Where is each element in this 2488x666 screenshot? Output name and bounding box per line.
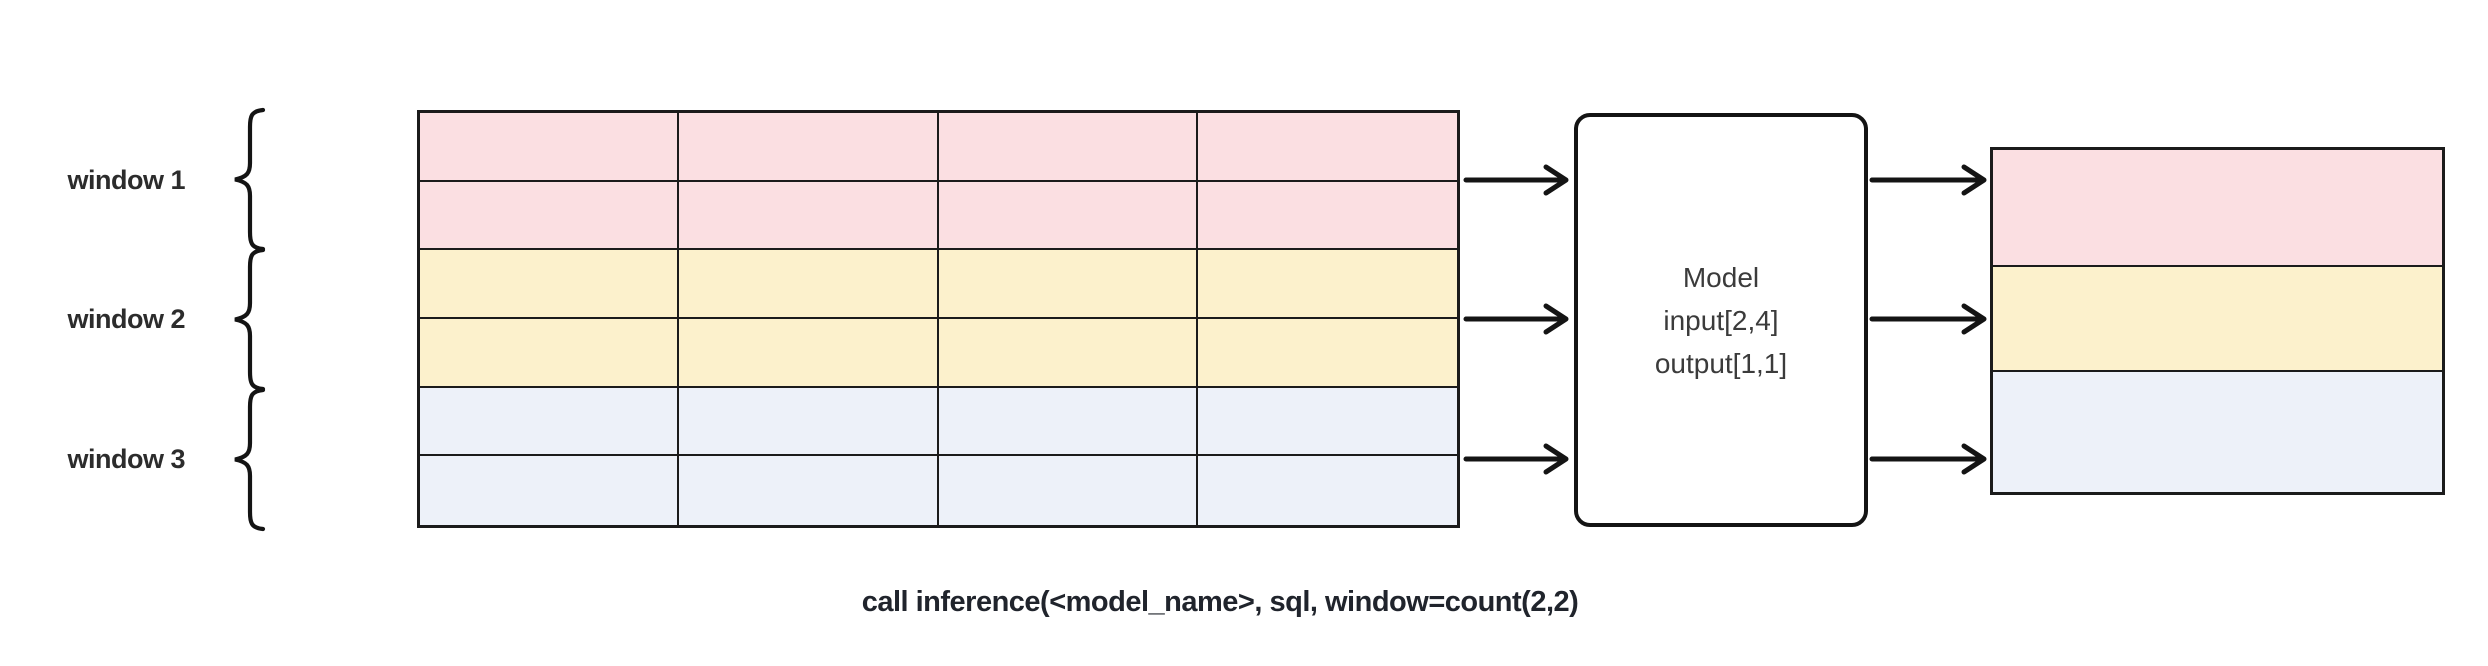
input-table-cell [938, 456, 1198, 525]
input-table-cell [1197, 387, 1457, 457]
window-2-brace-icon [234, 247, 266, 392]
input-table-cell [679, 113, 939, 182]
input-table-cell [420, 113, 680, 182]
input-table [417, 110, 1460, 528]
arrow-model-to-output-row-2-icon [1869, 303, 1987, 335]
model-title: Model [1682, 261, 1760, 293]
arrow-model-to-output-row-1-icon [1869, 164, 1987, 196]
input-table-cell [420, 387, 680, 457]
arrow-window-3-to-model-icon [1463, 443, 1569, 475]
input-table-cell [1197, 113, 1457, 182]
input-table-cell [679, 318, 939, 388]
model-input-shape: input[2,4] [1663, 304, 1779, 336]
input-table-cell [679, 387, 939, 457]
input-table-cell [420, 250, 680, 319]
input-table-cell [938, 181, 1198, 251]
window-1-brace-icon [234, 107, 266, 252]
output-table-row [1993, 267, 2442, 372]
input-table-cell [938, 387, 1198, 457]
input-table-cell [1197, 318, 1457, 388]
output-table-row [1993, 372, 2442, 492]
model-output-shape: output[1,1] [1654, 347, 1788, 379]
model-box: Model input[2,4] output[1,1] [1574, 113, 1868, 527]
window-3-label: window 3 [67, 444, 186, 474]
input-table-cell [1197, 181, 1457, 251]
input-table-cell [679, 250, 939, 319]
window-1-label: window 1 [67, 165, 186, 195]
output-table-row [1993, 150, 2442, 267]
window-2-label: window 2 [67, 304, 186, 334]
input-table-cell [938, 250, 1198, 319]
input-table-cell [938, 113, 1198, 182]
input-table-cell [679, 456, 939, 525]
input-table-cell [420, 456, 680, 525]
arrow-window-1-to-model-icon [1463, 164, 1569, 196]
input-table-cell [1197, 250, 1457, 319]
input-table-cell [420, 318, 680, 388]
output-table [1990, 147, 2445, 495]
input-table-cell [938, 318, 1198, 388]
arrow-model-to-output-row-3-icon [1869, 443, 1987, 475]
input-table-cell [679, 181, 939, 251]
input-table-cell [420, 181, 680, 251]
window-3-brace-icon [234, 387, 266, 532]
input-table-cell [1197, 456, 1457, 525]
arrow-window-2-to-model-icon [1463, 303, 1569, 335]
inference-call-caption: call inference(<model_name>, sql, window… [861, 586, 1579, 618]
